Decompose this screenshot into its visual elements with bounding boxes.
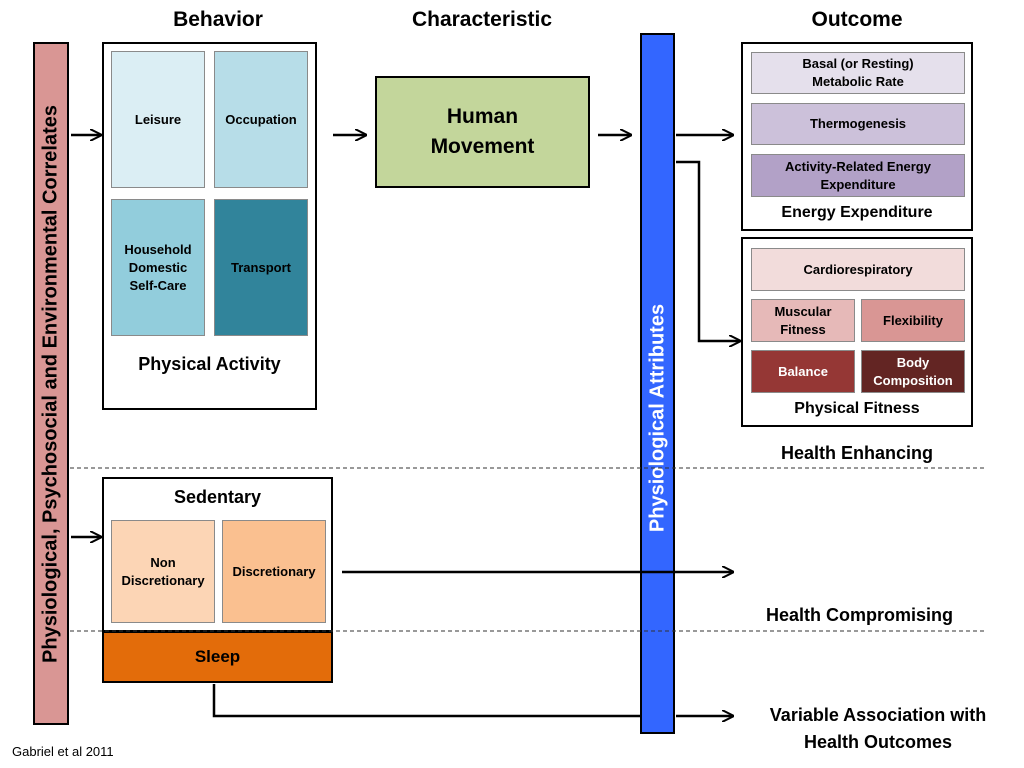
variable-association-label: Variable Association with Health Outcome… bbox=[769, 705, 987, 752]
health-enhancing-label: Health Enhancing bbox=[780, 443, 933, 463]
sedentary-title: Sedentary bbox=[173, 487, 262, 507]
thermogenesis-cell: Thermogenesis bbox=[751, 103, 965, 145]
transport-cell: Transport bbox=[214, 199, 308, 336]
household-cell: Household Domestic Self-Care bbox=[111, 199, 205, 336]
cardiorespiratory-cell: Cardiorespiratory bbox=[751, 248, 965, 291]
energy-expenditure-box: Basal (or Resting) Metabolic Rate Thermo… bbox=[741, 42, 973, 231]
activity-related-energy-cell: Activity-Related Energy Expenditure bbox=[751, 154, 965, 197]
energy-expenditure-title: Energy Expenditure bbox=[781, 204, 933, 221]
physical-activity-box: Leisure Occupation Household Domestic Se… bbox=[102, 42, 317, 410]
muscular-fitness-cell: Muscular Fitness bbox=[751, 299, 855, 342]
basal-metabolic-rate-cell: Basal (or Resting) Metabolic Rate bbox=[751, 52, 965, 94]
body-composition-cell: Body Composition bbox=[861, 350, 965, 393]
physiological-attributes-bar: Physiological Attributes bbox=[640, 33, 675, 734]
physical-activity-title: Physical Activity bbox=[138, 354, 281, 374]
arrow-to-physical-fitness bbox=[676, 160, 740, 341]
sedentary-box: Sedentary Non Discretionary Discretionar… bbox=[102, 477, 333, 632]
arrow-sleep-to-outcome bbox=[212, 684, 640, 718]
physical-fitness-box: Cardiorespiratory Muscular Fitness Flexi… bbox=[741, 237, 973, 427]
sleep-box: Sleep bbox=[102, 631, 333, 683]
header-behavior: Behavior bbox=[173, 8, 263, 31]
physical-fitness-title: Physical Fitness bbox=[794, 400, 920, 417]
citation-text: Gabriel et al 2011 bbox=[12, 744, 114, 759]
discretionary-cell: Discretionary bbox=[222, 520, 326, 623]
human-movement-box: Human Movement bbox=[375, 76, 590, 188]
leisure-cell: Leisure bbox=[111, 51, 205, 188]
balance-cell: Balance bbox=[751, 350, 855, 393]
occupation-cell: Occupation bbox=[214, 51, 308, 188]
header-outcome: Outcome bbox=[811, 8, 903, 31]
health-compromising-label: Health Compromising bbox=[765, 605, 953, 625]
correlates-bar: Physiological, Psychosocial and Environm… bbox=[33, 42, 69, 725]
flexibility-cell: Flexibility bbox=[861, 299, 965, 342]
non-discretionary-cell: Non Discretionary bbox=[111, 520, 215, 623]
header-characteristic: Characteristic bbox=[411, 8, 553, 31]
